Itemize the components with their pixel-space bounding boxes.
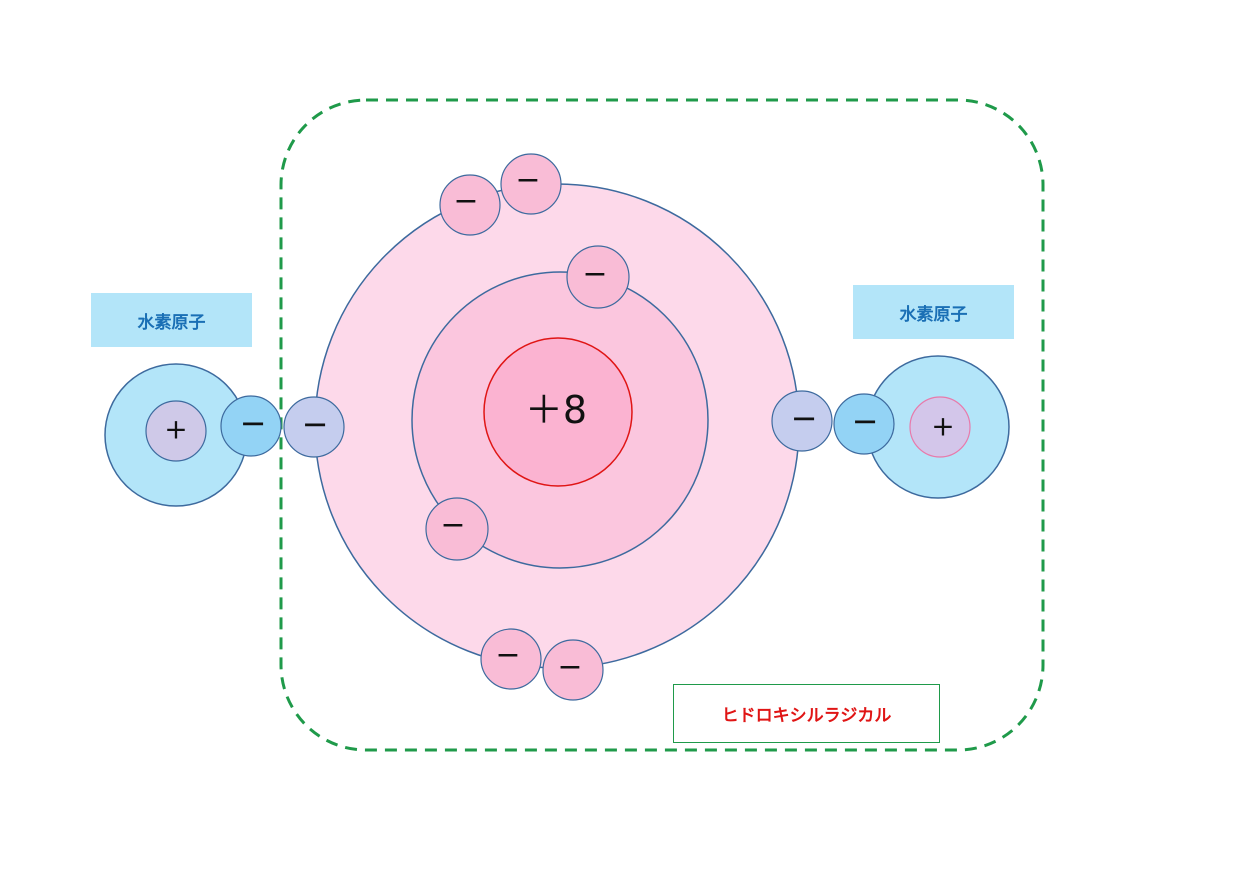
svg-text:−: −: [453, 184, 478, 219]
hydrogen-nucleus-charge: +: [931, 410, 954, 443]
oxygen-bond-electron-left: −: [283, 396, 345, 458]
svg-text:−: −: [582, 257, 607, 292]
outer-shell-electron: −: [542, 639, 604, 701]
svg-text:−: −: [440, 508, 465, 543]
inner-shell-electron: −: [425, 497, 489, 561]
svg-text:−: −: [515, 163, 540, 198]
hydrogen-atom-label-left: 水素原子: [91, 293, 252, 347]
svg-text:−: −: [240, 404, 267, 442]
outer-shell-electron: −: [439, 174, 501, 236]
oxygen-atom: ＋8: [314, 183, 800, 669]
hydrogen-nucleus: [145, 400, 207, 462]
oxygen-nucleus-charge: ＋8: [525, 388, 587, 432]
hydrogen-atom-right: +: [866, 355, 1010, 499]
hydrogen-atom-left: +: [104, 363, 248, 507]
oxygen-bond-electron-right: −: [771, 390, 833, 452]
outer-shell-electron: −: [500, 153, 562, 215]
hydrogen-electron-right: −: [833, 393, 895, 455]
svg-text:−: −: [495, 638, 520, 673]
hydrogen-nucleus-charge: +: [164, 413, 187, 446]
hydrogen-nucleus: [909, 396, 971, 458]
oxygen-nucleus: [483, 337, 633, 487]
outer-shell-electron: −: [480, 628, 542, 690]
hydrogen-electron-left: −: [220, 395, 282, 457]
svg-text:−: −: [302, 405, 329, 443]
svg-text:−: −: [852, 402, 879, 440]
svg-text:−: −: [791, 399, 818, 437]
inner-shell-electron: −: [566, 245, 630, 309]
svg-text:−: −: [557, 650, 582, 685]
hydroxyl-radical-label: ヒドロキシルラジカル: [673, 684, 940, 743]
hydrogen-atom-label-right: 水素原子: [853, 285, 1014, 339]
